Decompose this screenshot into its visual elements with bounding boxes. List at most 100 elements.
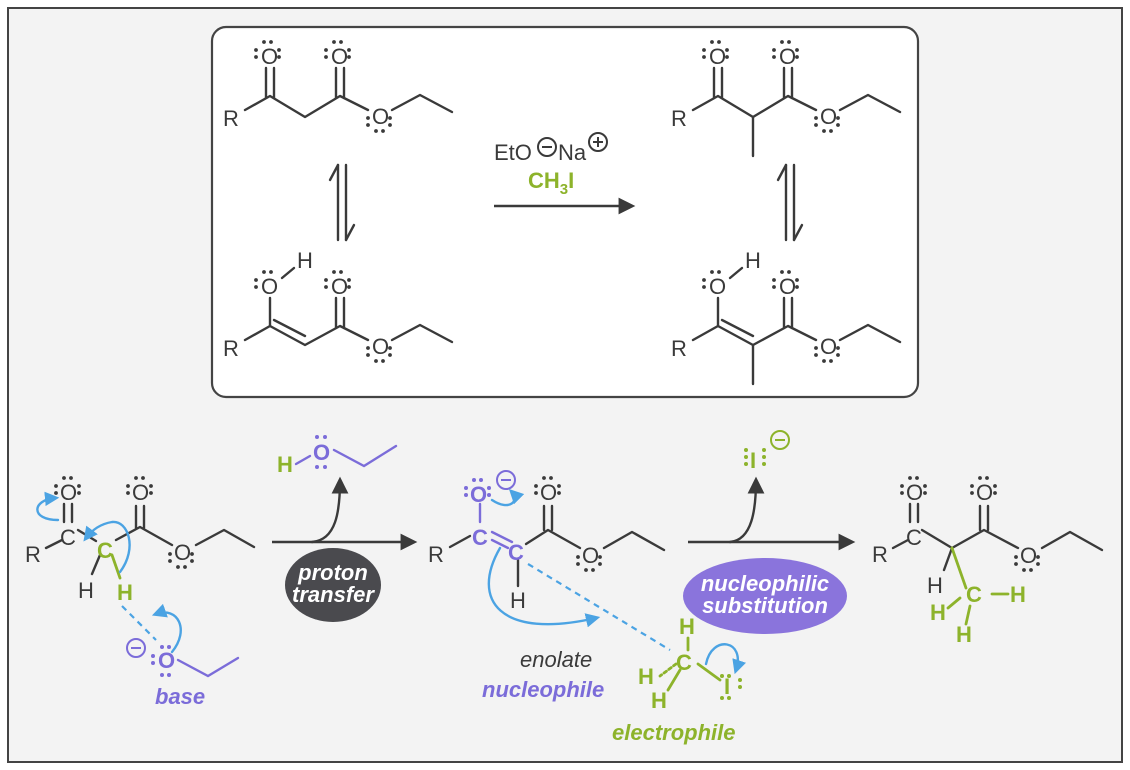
ester-carbonyl-oxygen: O <box>331 274 348 299</box>
r-group-label: R <box>223 336 239 361</box>
iodide-byproduct: I <box>744 430 790 473</box>
ester-carbonyl-oxygen: O <box>779 274 796 299</box>
lone-pairs <box>900 476 1040 572</box>
lone-pairs <box>720 674 742 700</box>
ethoxide-oxygen: O <box>158 648 175 673</box>
positive-charge-icon <box>588 132 608 152</box>
iodide-ion: I <box>750 448 756 473</box>
methyl-hydrogen-bottom: H <box>956 622 972 647</box>
lone-pairs <box>315 435 327 469</box>
ethanol-byproduct: H O <box>277 435 398 477</box>
acidic-alpha-hydrogen: H <box>117 580 133 605</box>
keto-beta-ketoester: R O O O <box>223 40 454 133</box>
step-nucleophilic-substitution: nucleophilic substitution I <box>683 430 856 634</box>
r-group-label: R <box>25 542 41 567</box>
lone-pairs <box>254 40 392 133</box>
label-proton: proton <box>297 560 368 585</box>
methyl-iodide-electrophile: C H H H I electrophile <box>612 614 747 745</box>
ethanol-hydrogen: H <box>277 452 293 477</box>
ketone-oxygen: O <box>261 44 278 69</box>
label-enolate: enolate <box>520 647 592 672</box>
iodine-leaving-group: I <box>724 674 730 699</box>
enol-hydrogen: H <box>297 248 313 273</box>
nucleophilic-substitution-badge <box>683 558 847 634</box>
ester-carbonyl-oxygen: O <box>540 480 557 505</box>
label-nucleophile: nucleophile <box>482 677 604 702</box>
methyl-hydrogen-right: H <box>1010 582 1026 607</box>
carbonyl-carbon: C <box>60 525 76 550</box>
negative-charge-icon <box>126 638 146 658</box>
overview-panel: R O O O R O H O O <box>210 25 920 399</box>
proton-transfer-badge <box>285 548 381 622</box>
reagent-sodium: Na <box>558 140 587 165</box>
methyl-hydrogen-top: H <box>679 614 695 639</box>
ester-carbonyl-oxygen: O <box>779 44 796 69</box>
ester-carbonyl-oxygen: O <box>331 44 348 69</box>
ethanol-oxygen: O <box>313 440 330 465</box>
lone-pairs <box>702 270 840 363</box>
lone-pairs <box>254 270 392 363</box>
ester-carbonyl-oxygen: O <box>132 480 149 505</box>
carbonyl-carbon: C <box>906 525 922 550</box>
negative-charge-icon <box>537 137 557 157</box>
enol-hydrogen: H <box>745 248 761 273</box>
r-group-label: R <box>428 542 444 567</box>
ethoxide-base: O base <box>126 638 240 709</box>
alpha-hydrogen: H <box>78 578 94 603</box>
methyl-hydrogen-left: H <box>638 664 654 689</box>
alkylated-keto-product: R O O O <box>671 40 902 158</box>
alpha-hydrogen: H <box>510 588 526 613</box>
lone-pairs <box>534 476 602 572</box>
alpha-hydrogen: H <box>927 573 943 598</box>
ester-carbonyl-oxygen: O <box>976 480 993 505</box>
ester-oxygen: O <box>820 334 837 359</box>
label-electrophile: electrophile <box>612 720 735 745</box>
nucleophilic-alpha-carbon: C <box>508 540 524 565</box>
r-group-label: R <box>671 106 687 131</box>
lone-pairs <box>744 448 766 466</box>
ester-oxygen: O <box>1020 543 1037 568</box>
reagent-base-ethoxide: EtO <box>494 140 532 165</box>
ester-oxygen: O <box>372 104 389 129</box>
negative-charge-icon <box>496 470 516 490</box>
r-group-label: R <box>872 542 888 567</box>
overview-box <box>210 25 920 399</box>
ketone-oxygen: O <box>906 480 923 505</box>
substrate-beta-ketoester: R C O C H H O O <box>25 476 256 654</box>
ester-oxygen: O <box>582 543 599 568</box>
step-proton-transfer: proton transfer H O <box>272 435 418 622</box>
r-group-label: R <box>223 106 239 131</box>
alkylated-product: R C O H C H H H O O <box>872 476 1104 647</box>
enol-beta-ketoester: R O H O O <box>223 248 454 363</box>
reagent-methyl-iodide: CH3I <box>528 168 574 198</box>
lone-pairs <box>151 645 171 677</box>
enolate-oxygen: O <box>470 482 487 507</box>
label-transfer: transfer <box>292 582 375 607</box>
ester-oxygen: O <box>174 540 191 565</box>
label-nucleophilic: nucleophilic <box>701 571 829 596</box>
methyl-hydrogen-bottom: H <box>651 688 667 713</box>
lone-pairs <box>702 40 840 133</box>
methyl-hydrogen-left: H <box>930 600 946 625</box>
ester-oxygen: O <box>372 334 389 359</box>
enol-oxygen: O <box>709 274 726 299</box>
enol-oxygen: O <box>261 274 278 299</box>
reaction-conditions: EtO Na CH3I <box>494 132 636 215</box>
ketone-oxygen: O <box>60 480 77 505</box>
lone-pairs <box>464 478 491 497</box>
new-methyl-carbon: C <box>966 582 982 607</box>
enolate-carbon: C <box>472 525 488 550</box>
ester-oxygen: O <box>820 104 837 129</box>
label-substitution: substitution <box>702 593 828 618</box>
lone-pairs <box>54 476 194 569</box>
alpha-carbon: C <box>97 538 113 563</box>
enolate-nucleophile: R C O C H O O enolate nucleophile <box>428 470 671 702</box>
mechanism-panel: R C O C H H O O O <box>25 430 1104 745</box>
keto-enol-equilibrium-right <box>776 163 804 242</box>
negative-charge-icon <box>770 430 790 450</box>
label-base: base <box>155 684 205 709</box>
alkylated-enol-product: R O H O O <box>671 248 902 386</box>
r-group-label: R <box>671 336 687 361</box>
ketone-oxygen: O <box>709 44 726 69</box>
